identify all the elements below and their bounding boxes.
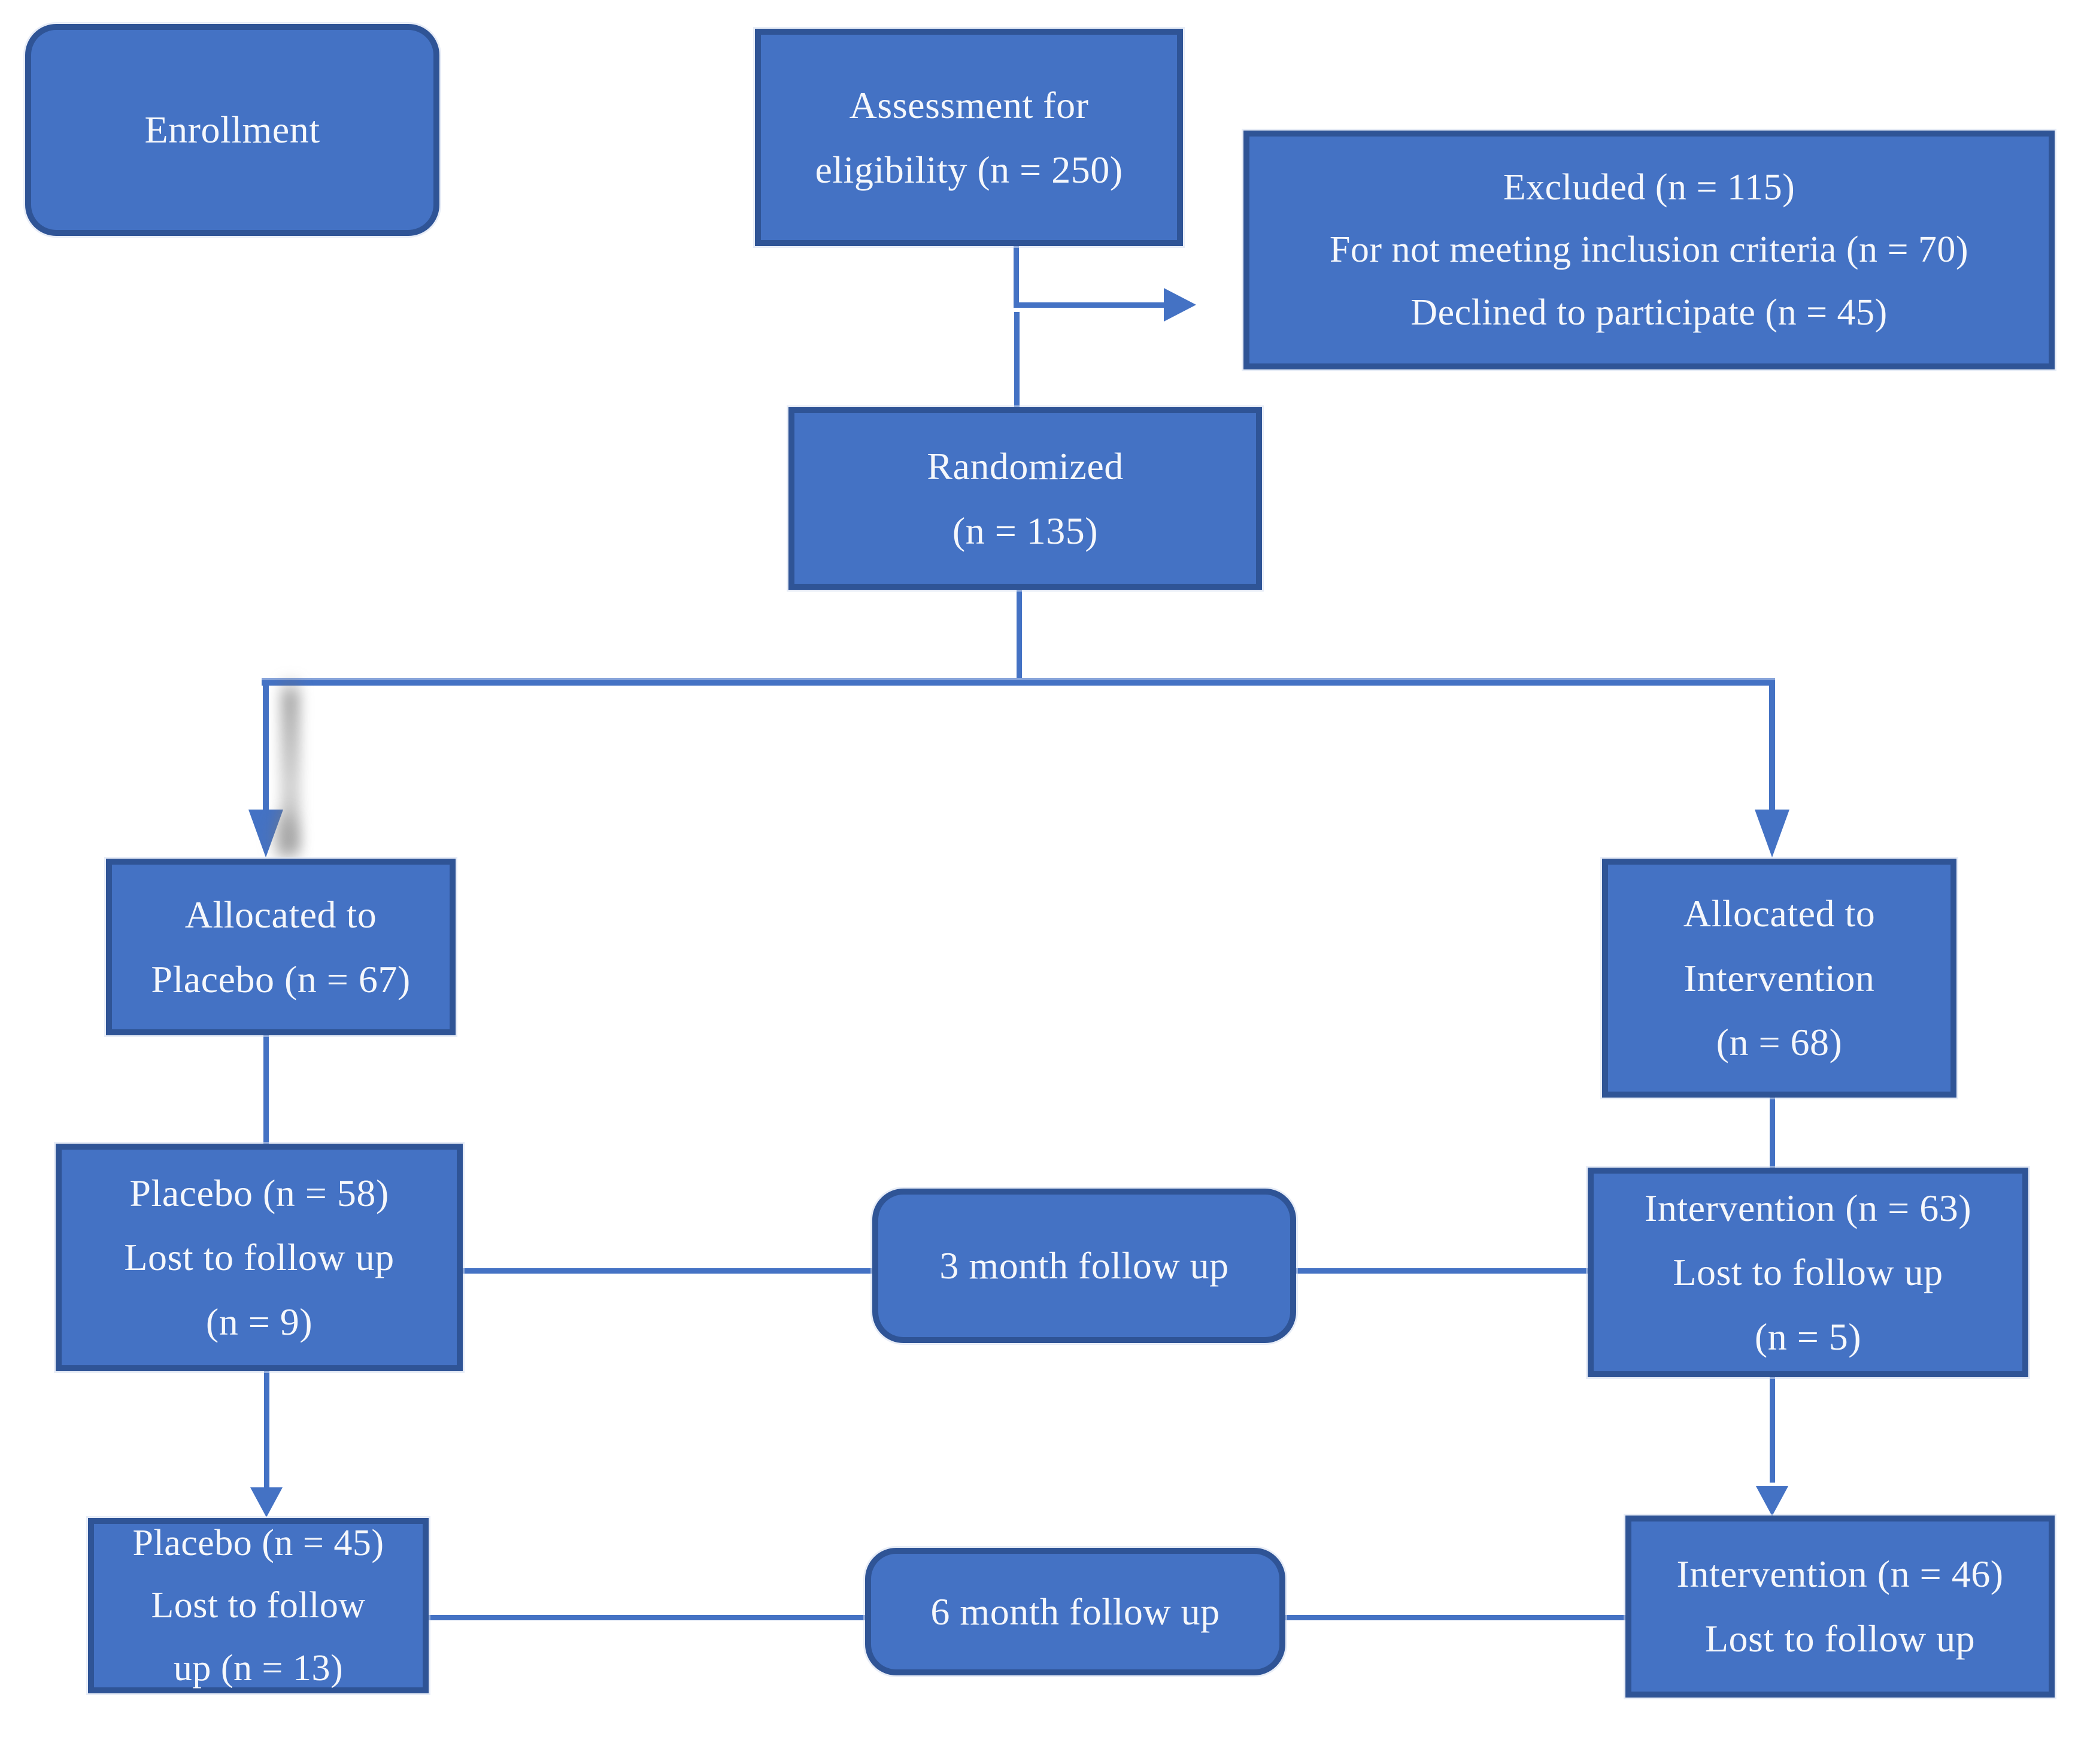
allocated-placebo-box: Allocated to Placebo (n = 67)	[106, 859, 456, 1035]
node-label-line: Intervention (n = 63)	[1645, 1186, 1971, 1229]
assessment-eligibility-box: Assessment for eligibility (n = 250)	[755, 29, 1183, 246]
connector-placebo-to-3m-pill	[463, 1268, 872, 1274]
node-label: 3 month follow up	[939, 1244, 1229, 1287]
allocated-intervention-box: Allocated to Intervention (n = 68)	[1602, 859, 1956, 1098]
connector-randomized-to-bar	[1017, 590, 1022, 678]
node-label-line: Assessment for	[849, 83, 1089, 126]
node-label-line: Allocated to	[184, 893, 377, 936]
placebo-6-month-box: Placebo (n = 45) Lost to follow up (n = …	[88, 1518, 429, 1693]
placebo-3-month-box: Placebo (n = 58) Lost to follow up (n = …	[56, 1144, 463, 1371]
connector-allocated-intervention-to-3m	[1770, 1098, 1775, 1168]
node-label-line: Placebo (n = 45)	[132, 1523, 384, 1564]
node-label: Enrollment	[144, 108, 320, 151]
arrow-down-icon	[1756, 1486, 1788, 1516]
three-month-followup-pill: 3 month follow up	[872, 1189, 1296, 1343]
intervention-3-month-box: Intervention (n = 63) Lost to follow up …	[1588, 1168, 2028, 1377]
node-label-line: eligibility (n = 250)	[815, 148, 1123, 191]
node-label-line: Intervention	[1683, 956, 1875, 999]
node-label-line: Placebo (n = 58)	[129, 1171, 389, 1214]
shadow-smudge	[280, 675, 301, 861]
connector-6m-pill-to-intervention	[1285, 1615, 1625, 1620]
six-month-followup-pill: 6 month follow up	[865, 1548, 1285, 1675]
arrow-down-icon	[1755, 810, 1789, 857]
node-label-line: Declined to participate (n = 45)	[1410, 292, 1888, 333]
connector-assessment-to-elbow	[1014, 246, 1019, 307]
node-label-line: Lost to follow up	[1673, 1251, 1943, 1294]
connector-intervention-3m-to-6m	[1770, 1377, 1775, 1483]
connector-allocated-placebo-to-3m	[263, 1035, 269, 1144]
enrollment-box: Enrollment	[25, 24, 439, 236]
intervention-6-month-box: Intervention (n = 46) Lost to follow up	[1625, 1516, 2055, 1698]
connector-bar-to-placebo-arm	[263, 686, 269, 810]
connector-elbow-to-randomized	[1014, 312, 1020, 407]
connector-elbow-to-excluded	[1014, 302, 1164, 308]
node-label-line: (n = 135)	[952, 509, 1099, 552]
node-label-line: (n = 9)	[205, 1300, 313, 1343]
node-label-line: (n = 5)	[1754, 1315, 1862, 1358]
node-label-line: Lost to follow up	[1704, 1617, 1976, 1660]
node-label-line: For not meeting inclusion criteria (n = …	[1329, 229, 1969, 271]
excluded-box: Excluded (n = 115) For not meeting inclu…	[1243, 131, 2055, 369]
node-label-line: up (n = 13)	[173, 1647, 344, 1689]
node-label-line: Allocated to	[1683, 892, 1876, 935]
randomized-box: Randomized (n = 135)	[788, 407, 1262, 590]
connector-bar-to-intervention-arm	[1769, 686, 1775, 810]
node-label-line: Intervention (n = 46)	[1676, 1553, 2004, 1596]
node-label-line: (n = 68)	[1716, 1021, 1843, 1064]
allocation-branch-bar	[262, 678, 1775, 686]
node-label-line: Placebo (n = 67)	[151, 957, 411, 1001]
node-label-line: Lost to follow up	[124, 1236, 395, 1279]
connector-placebo-3m-to-6m	[264, 1371, 269, 1489]
node-label-line: Lost to follow	[151, 1585, 366, 1626]
arrow-down-icon	[250, 1487, 283, 1517]
arrow-down-icon	[248, 810, 283, 857]
connector-3m-pill-to-intervention	[1296, 1268, 1588, 1274]
node-label: 6 month follow up	[930, 1590, 1220, 1633]
node-label-line: Randomized	[927, 444, 1124, 487]
node-label-line: Excluded (n = 115)	[1503, 167, 1795, 208]
connector-placebo-to-6m-pill	[429, 1615, 865, 1620]
arrow-right-icon	[1164, 288, 1196, 322]
